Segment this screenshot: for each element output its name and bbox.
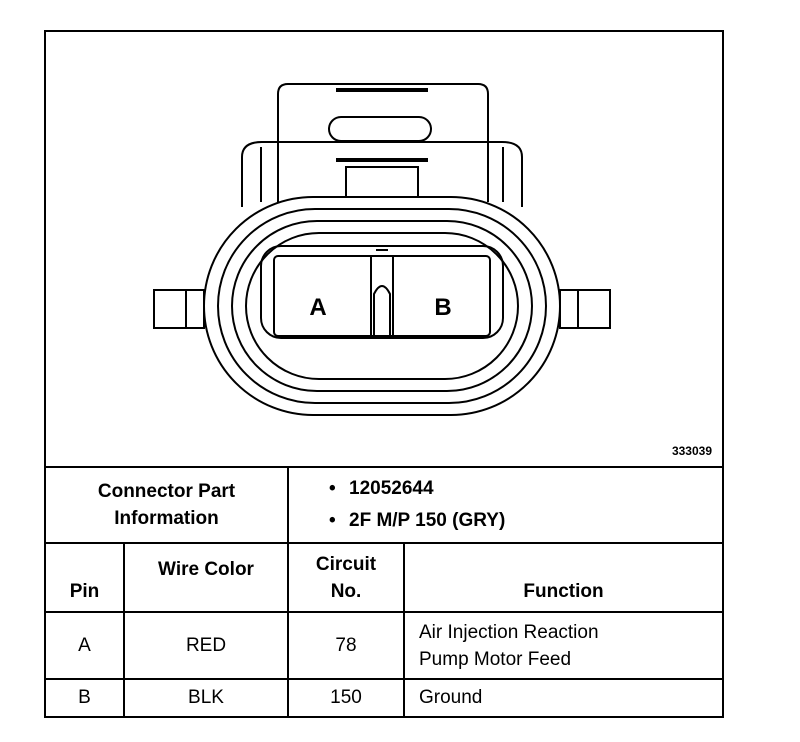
row-b-function: Ground xyxy=(419,687,483,708)
table-row: B xyxy=(46,680,123,716)
row-b-wire-color-cell: BLK xyxy=(125,680,287,716)
part-number: 12052644 xyxy=(329,473,505,505)
row-a-function-line1: Air Injection Reaction xyxy=(419,621,599,643)
row-b-wire-color: BLK xyxy=(188,687,224,708)
header-circuit-no: Circuit No. xyxy=(315,553,377,602)
figure-number: 333039 xyxy=(671,444,712,458)
pinout-frame: A B 333039 Connector Part Information 12… xyxy=(44,30,724,718)
row-b-function-cell: Ground xyxy=(405,680,722,716)
row-b-circuit: 150 xyxy=(330,687,362,708)
terminal-cavity xyxy=(260,245,504,339)
table-row: A xyxy=(46,613,123,678)
header-function: Function xyxy=(523,581,604,602)
outer-oval xyxy=(203,196,561,416)
connector-diagram: A B 333039 xyxy=(46,32,722,468)
housing-top xyxy=(241,141,523,207)
row-a-function-cell: Air Injection Reaction Pump Motor Feed xyxy=(405,613,722,678)
pin-label-a: A xyxy=(309,294,326,321)
left-latch xyxy=(153,289,205,329)
connector-code: 2F M/P 150 (GRY) xyxy=(329,505,505,537)
connector-info-label: Connector Part Information xyxy=(97,481,236,529)
row-b-pin: B xyxy=(78,687,91,708)
row-a-wire-color-cell: RED xyxy=(125,613,287,678)
connector-drawing: A B xyxy=(153,83,611,416)
row-b-circuit-cell: 150 xyxy=(289,680,403,716)
connector-info-list: 12052644 2F M/P 150 (GRY) xyxy=(289,468,722,542)
row-a-wire-color: RED xyxy=(185,634,227,656)
row-a-function-line2: Pump Motor Feed xyxy=(419,648,572,670)
row-a-circuit-cell: 78 xyxy=(289,613,403,678)
header-wire-color: Wire Color xyxy=(158,559,254,580)
right-latch xyxy=(559,289,611,329)
row-a-pin: A xyxy=(78,634,91,656)
pin-label-b: B xyxy=(434,294,451,321)
row-a-circuit: 78 xyxy=(335,634,357,656)
header-pin: Pin xyxy=(69,581,100,602)
